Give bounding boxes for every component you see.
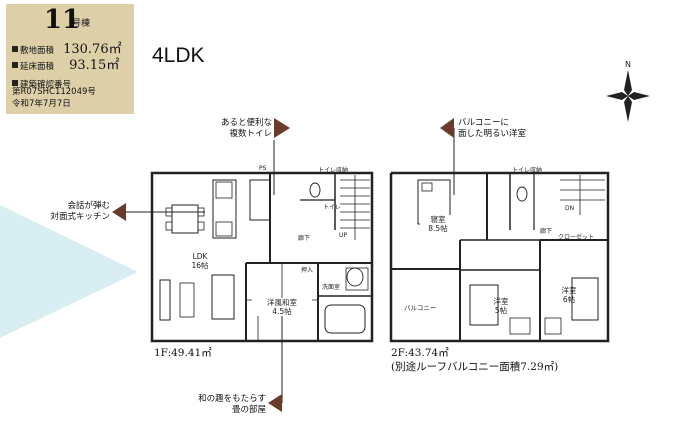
room-washitsu-size: 4.5帖 xyxy=(272,307,292,316)
callout-washitsu-line1: 和の趣をもたらす xyxy=(198,394,266,404)
marker-kitchen xyxy=(112,203,126,221)
room-western5: 洋室 5帖 xyxy=(488,297,514,315)
bullet-icon xyxy=(12,45,18,52)
marker-toilets xyxy=(274,118,290,138)
land-area-value: 130.76㎡ xyxy=(63,42,122,57)
callout-balcony-line2: 面した明るい洋室 xyxy=(458,129,527,139)
room-washitsu-name: 洋風和室 xyxy=(267,298,297,307)
bullet-icon xyxy=(12,79,18,86)
floor-area-label: 延床面積 xyxy=(20,62,55,72)
room-washitsu: 洋風和室 4.5帖 xyxy=(252,298,312,316)
cert-row: 建築確認番号 xyxy=(12,72,71,91)
marker-balcony xyxy=(440,118,454,138)
floor-area-value: 93.15㎡ xyxy=(69,58,120,73)
floor2-balcony: バルコニー xyxy=(404,304,437,312)
callout-washitsu-line2: 畳の部屋 xyxy=(231,405,266,415)
info-panel xyxy=(6,4,134,114)
compass-north-label: N xyxy=(625,60,631,69)
room-western6-size: 6帖 xyxy=(562,295,576,304)
callout-kitchen-line1: 会話が弾む xyxy=(67,201,110,211)
room-bedroom-size: 8.5帖 xyxy=(428,224,448,233)
lot-number: 11 xyxy=(44,5,81,35)
room-bedroom: 寝室 8.5帖 xyxy=(420,215,456,233)
callout-kitchen: 会話が弾む 対面式キッチン xyxy=(36,201,110,223)
callout-kitchen-line2: 対面式キッチン xyxy=(50,212,110,222)
floor1-closet: 押入 xyxy=(301,267,314,274)
room-western6-name: 洋室 xyxy=(561,286,577,295)
callout-leaders xyxy=(126,128,455,403)
callout-toilets: あると便利な 複数トイレ xyxy=(210,118,272,140)
bullet-icon xyxy=(12,61,18,68)
floor1-ps: PS xyxy=(259,165,267,172)
floor1-toilet: トイレ xyxy=(323,204,342,211)
floor2-closet: クローゼット xyxy=(558,234,595,241)
cert-date: 令和7年7月7日 xyxy=(12,99,71,109)
callout-balcony-line1: バルコニーに xyxy=(458,118,509,128)
cert-label: 建築確認番号 xyxy=(20,80,72,90)
floor1-toilet-storage: トイレ収納 xyxy=(318,167,349,174)
land-area-label: 敷地面積 xyxy=(20,46,55,56)
callout-toilets-line1: あると便利な xyxy=(220,118,272,128)
marker-washitsu xyxy=(268,394,282,412)
room-ldk: LDK 16帖 xyxy=(180,252,220,270)
room-bedroom-name: 寝室 xyxy=(430,215,446,224)
floor2-plan xyxy=(389,171,610,343)
room-ldk-size: 16帖 xyxy=(191,261,209,270)
room-western5-name: 洋室 xyxy=(493,297,509,306)
lot-suffix: 号棟 xyxy=(72,19,91,29)
layout-type: 4LDK xyxy=(152,44,205,67)
floor2-dn: DN xyxy=(565,205,575,212)
room-western6: 洋室 6帖 xyxy=(556,286,582,304)
callout-toilets-line2: 複数トイレ xyxy=(229,129,272,139)
floor2-label: 2F:43.74㎡ xyxy=(391,347,449,359)
decorative-arrow xyxy=(0,205,138,338)
floor1-corridor: 廊下 xyxy=(298,235,311,242)
callout-washitsu: 和の趣をもたらす 畳の部屋 xyxy=(196,394,266,416)
room-ldk-name: LDK xyxy=(192,252,208,261)
floor1-label: 1F:49.41㎡ xyxy=(154,347,212,359)
floor-area-row: 延床面積 93.15㎡ xyxy=(12,54,119,73)
floor1-washroom: 洗面室 xyxy=(322,284,341,291)
compass-icon xyxy=(606,70,650,122)
floor1-up: UP xyxy=(339,232,348,239)
floor2-corridor: 廊下 xyxy=(540,228,553,235)
room-western5-size: 5帖 xyxy=(494,306,508,315)
floor2-toilet-storage: トイレ収納 xyxy=(512,167,543,174)
callout-balcony: バルコニーに 面した明るい洋室 xyxy=(458,118,526,140)
cert-number: 第R07SHC112049号 xyxy=(12,87,96,97)
floor2-roof-balcony: (別途ルーフバルコニー面積7.29㎡) xyxy=(391,361,559,373)
floor1-plan xyxy=(150,171,374,343)
land-area-row: 敷地面積 130.76㎡ xyxy=(12,38,122,57)
